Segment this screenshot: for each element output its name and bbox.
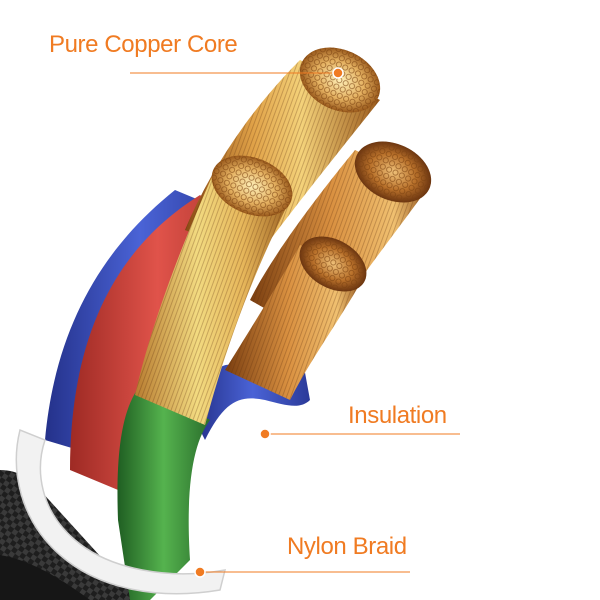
nylon-braid-label: Nylon Braid: [287, 533, 407, 560]
pure-copper-core-label: Pure Copper Core: [49, 31, 238, 58]
core-marker-icon: [332, 67, 344, 79]
insulation-marker-icon: [259, 428, 271, 440]
cable-collar-ring: [15, 428, 227, 595]
braid-marker-icon: [194, 566, 206, 578]
green-insulated-wire: [117, 380, 210, 600]
insulation-label: Insulation: [348, 402, 447, 429]
